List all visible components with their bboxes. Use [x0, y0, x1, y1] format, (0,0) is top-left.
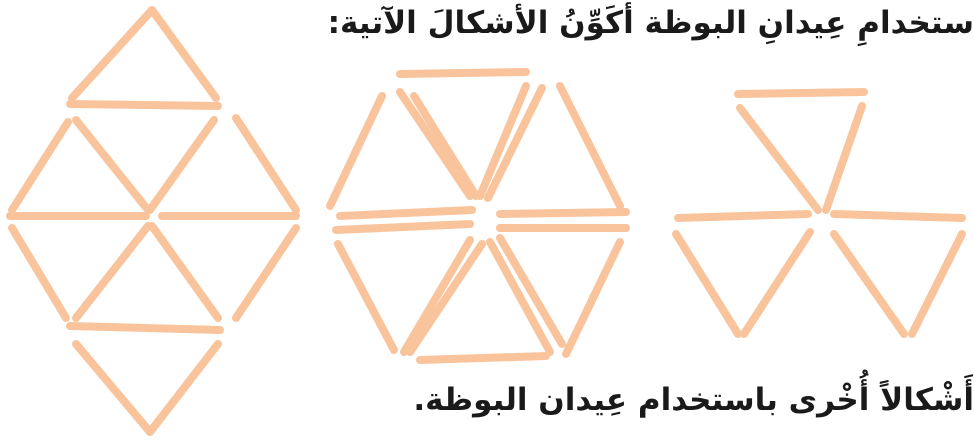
- stick: [340, 210, 472, 216]
- stick: [76, 344, 150, 432]
- stick: [152, 226, 218, 318]
- stick: [150, 344, 218, 432]
- stick: [912, 234, 962, 334]
- figure-rhombus-of-triangles: [10, 10, 296, 432]
- stick: [12, 228, 66, 318]
- stick: [236, 228, 296, 318]
- stick: [410, 244, 482, 352]
- stick: [72, 10, 152, 98]
- stick: [500, 238, 562, 344]
- stick: [834, 214, 962, 218]
- stick: [330, 96, 382, 206]
- stick: [560, 86, 620, 206]
- stick: [678, 214, 808, 218]
- stick: [490, 242, 550, 352]
- stick: [150, 120, 214, 210]
- stick: [740, 108, 818, 210]
- stick: [404, 240, 470, 352]
- stick: [236, 118, 296, 210]
- stick: [826, 106, 862, 210]
- figure-hexagon-of-triangles: [330, 72, 626, 360]
- stick: [76, 120, 148, 210]
- stick: [500, 212, 626, 214]
- stick: [566, 242, 620, 354]
- stick: [834, 234, 904, 334]
- stick: [738, 92, 864, 94]
- stick: [400, 92, 470, 196]
- stick: [152, 10, 216, 98]
- stick: [676, 234, 738, 334]
- stick: [70, 326, 220, 330]
- footer-text: أَشْكالاً أُخْرى باستخدام عِيدان البوظة.: [413, 376, 974, 424]
- figure-three-triangles-pinwheel: [676, 92, 962, 334]
- stick: [76, 226, 148, 318]
- stick: [744, 232, 810, 334]
- stick: [70, 104, 218, 106]
- stick: [12, 122, 68, 210]
- stick: [414, 96, 476, 196]
- stick: [336, 224, 470, 230]
- stick: [400, 72, 526, 74]
- stick: [420, 356, 546, 360]
- stick: [338, 244, 394, 350]
